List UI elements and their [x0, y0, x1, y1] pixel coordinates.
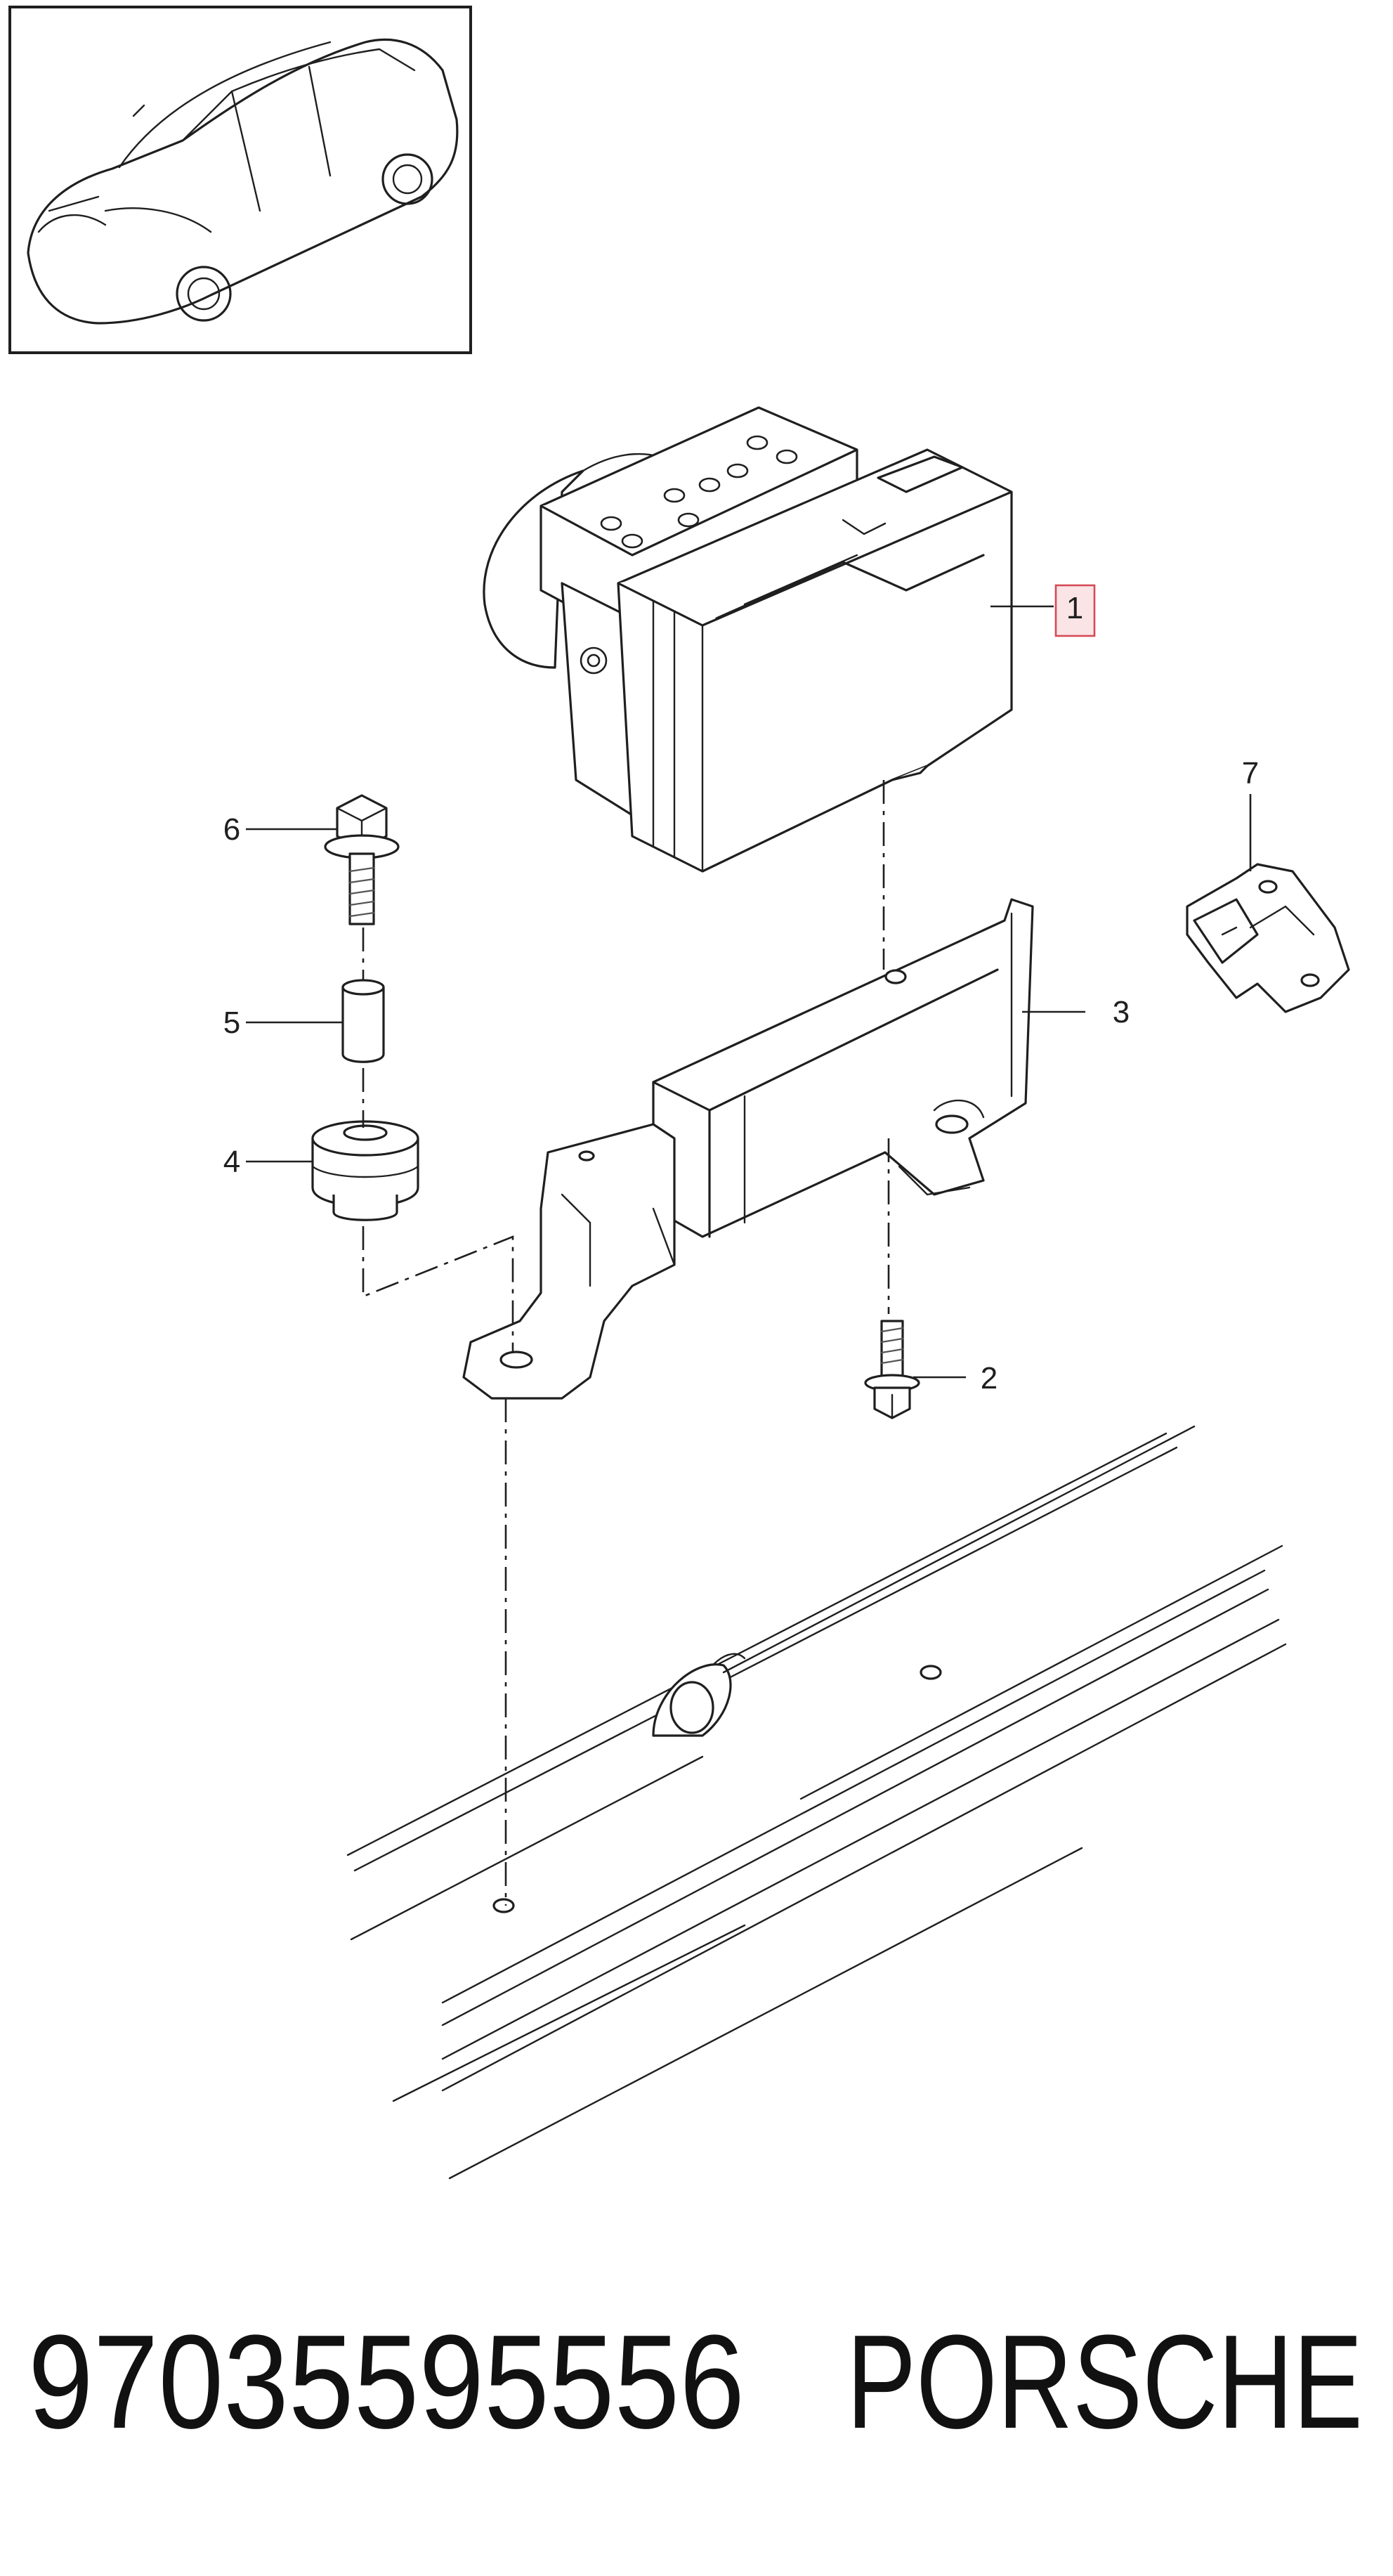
callout-3: 3 — [1113, 995, 1130, 1029]
part-number: 97035595556 — [28, 2308, 745, 2457]
footer: 97035595556 PORSCHE — [28, 2308, 1363, 2457]
vehicle-thumbnail — [8, 6, 472, 354]
vehicle-floor-rails — [346, 1425, 1287, 2180]
callout-1: 1 — [1066, 591, 1083, 625]
callout-2: 2 — [981, 1361, 998, 1396]
bolt-with-washer — [324, 794, 400, 925]
brand-name: PORSCHE — [846, 2308, 1363, 2457]
callout-leaders — [246, 605, 1252, 1379]
callout-6: 6 — [223, 812, 240, 847]
callout-4: 4 — [223, 1145, 240, 1179]
spacer-sleeve — [341, 979, 385, 1063]
callout-5: 5 — [223, 1006, 240, 1040]
assembly-axes — [362, 780, 890, 1906]
callout-1-highlight — [1054, 584, 1096, 637]
sensor-component — [1186, 863, 1350, 1013]
abs-hydraulic-unit — [483, 406, 1013, 873]
bolt — [864, 1320, 920, 1419]
callout-7: 7 — [1242, 756, 1259, 791]
callout-labels: 1 2 3 4 5 6 7 — [223, 584, 1259, 1396]
mounting-bracket — [462, 898, 1034, 1400]
rubber-mount — [311, 1120, 419, 1221]
car-illustration-icon — [27, 38, 459, 325]
